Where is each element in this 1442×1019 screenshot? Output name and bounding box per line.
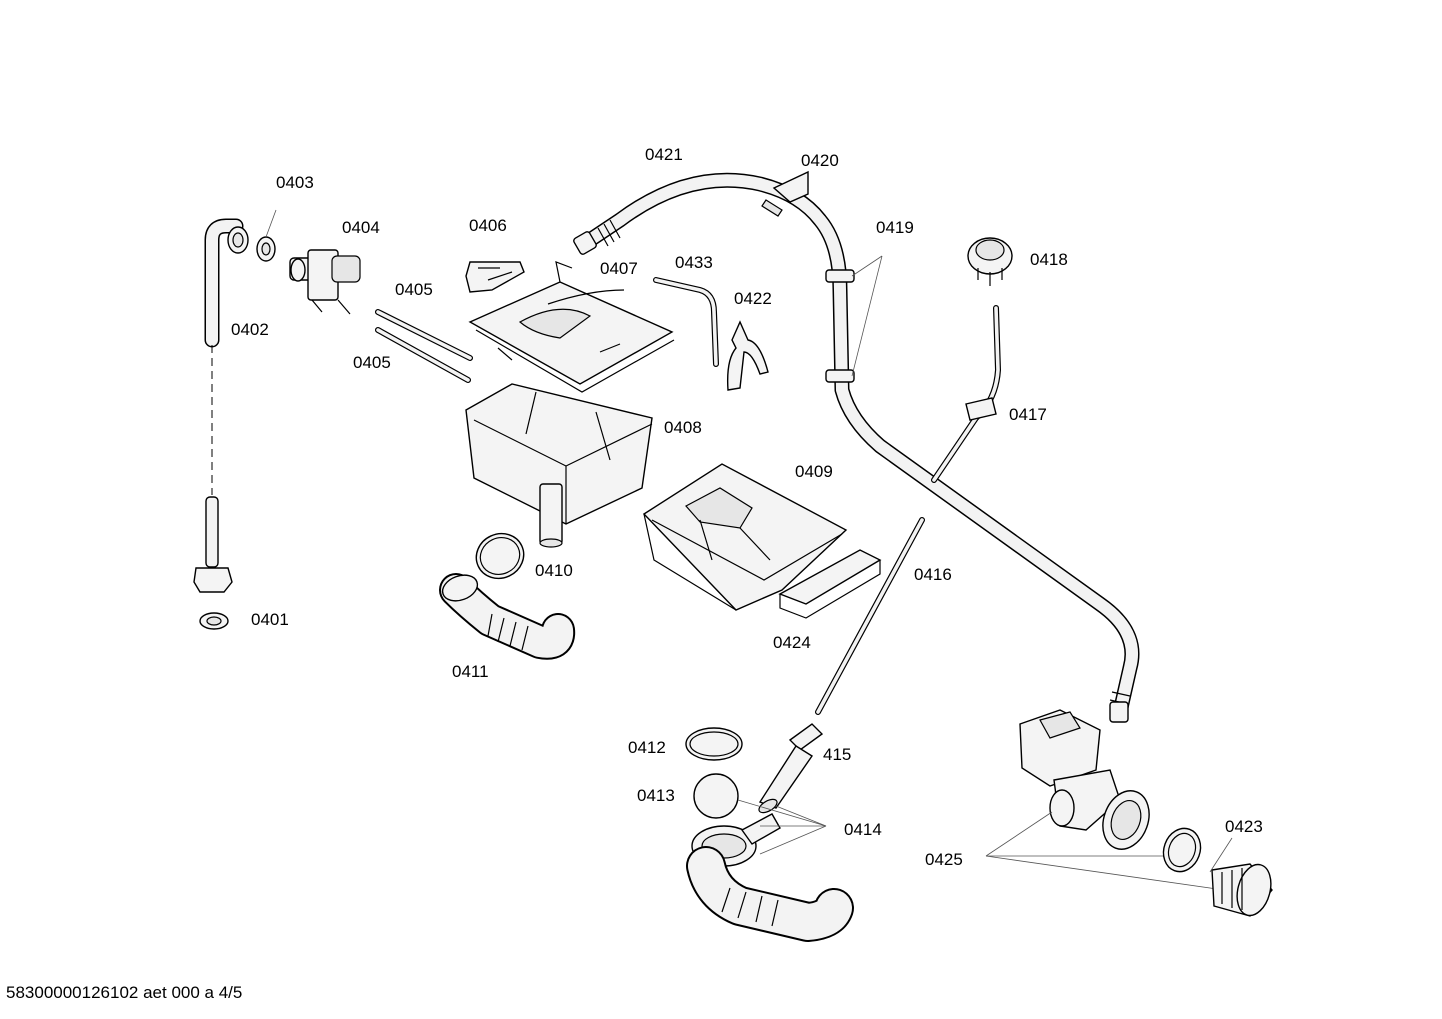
label-0405-upper: 0405: [395, 280, 433, 299]
part-0421-drain-hose: [573, 172, 1140, 723]
label-0403: 0403: [276, 173, 314, 192]
label-0406: 0406: [469, 216, 507, 235]
part-0406-clip: [465, 261, 525, 293]
part-415-pressure-chamber: [758, 723, 824, 814]
part-0402-inlet-hose: [193, 218, 249, 593]
label-0402: 0402: [231, 320, 269, 339]
part-0416-tube: [815, 517, 925, 715]
part-0418-pressure-switch: [967, 237, 1013, 286]
label-0418: 0418: [1030, 250, 1068, 269]
label-0423: 0423: [1225, 817, 1263, 836]
part-0433-pipe: [653, 277, 719, 367]
part-0410-gasket: [475, 532, 525, 580]
part-0408-drawer-housing: [465, 383, 653, 548]
label-0401: 0401: [251, 610, 289, 629]
label-0425: 0425: [925, 850, 963, 869]
label-0417: 0417: [1009, 405, 1047, 424]
label-0416: 0416: [914, 565, 952, 584]
label-0412: 0412: [628, 738, 666, 757]
part-0425-drain-pump: [985, 709, 1225, 891]
part-0417-pressure-tube: [931, 305, 1002, 483]
label-0422: 0422: [734, 289, 772, 308]
part-0403-ring: [256, 209, 277, 262]
label-415: 415: [823, 745, 852, 764]
part-0413-ball: [693, 773, 739, 819]
label-0408: 0408: [664, 418, 702, 437]
label-0405-lower: 0405: [353, 353, 391, 372]
part-0423-filter: [1209, 837, 1273, 917]
part-0409-dispenser-drawer: [642, 463, 848, 611]
part-0422-bracket: [726, 320, 769, 391]
part-0401-seal: [199, 612, 229, 630]
label-0419: 0419: [876, 218, 914, 237]
part-0412-ring: [685, 727, 743, 761]
label-0421: 0421: [645, 145, 683, 164]
label-0420: 0420: [801, 151, 839, 170]
part-0404-valve: [289, 249, 361, 315]
label-0411: 0411: [452, 662, 489, 681]
part-0405-rods: [375, 309, 473, 383]
label-0424: 0424: [773, 633, 811, 652]
part-0423-seal: [1162, 827, 1202, 873]
document-footer: 58300000126102 aet 000 a 4/5: [6, 983, 243, 1002]
part-0414-sump-hose: [686, 799, 854, 942]
part-0420-clip: [761, 170, 809, 217]
part-0424-strip: [778, 549, 882, 619]
label-0410: 0410: [535, 561, 573, 580]
label-0407: 0407: [600, 259, 638, 278]
part-0419-clamps: [825, 255, 883, 383]
part-0407-dispenser-lid: [468, 261, 675, 393]
label-0433: 0433: [675, 253, 713, 272]
label-0409: 0409: [795, 462, 833, 481]
part-0411-bellows-hose: [439, 573, 576, 660]
label-0413: 0413: [637, 786, 675, 805]
label-0414: 0414: [844, 820, 882, 839]
label-0404: 0404: [342, 218, 380, 237]
